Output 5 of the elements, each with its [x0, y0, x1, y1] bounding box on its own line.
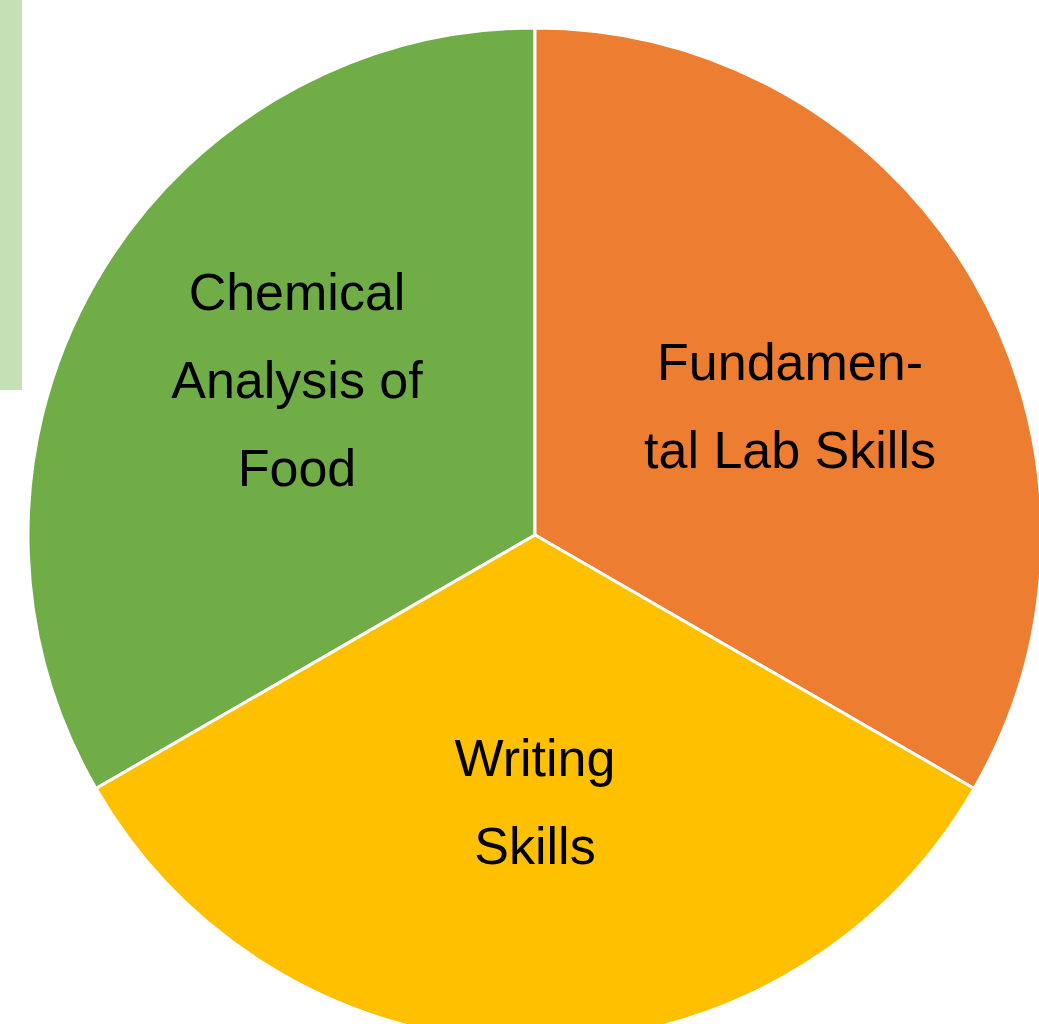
side-bar — [0, 0, 22, 390]
pie-slice — [95, 535, 975, 1024]
slice-label: Fundamen- tal Lab Skills — [643, 332, 937, 481]
slice-label: Chemical Analysis of Food — [170, 262, 424, 499]
slice-label: Writing Skills — [453, 728, 617, 877]
